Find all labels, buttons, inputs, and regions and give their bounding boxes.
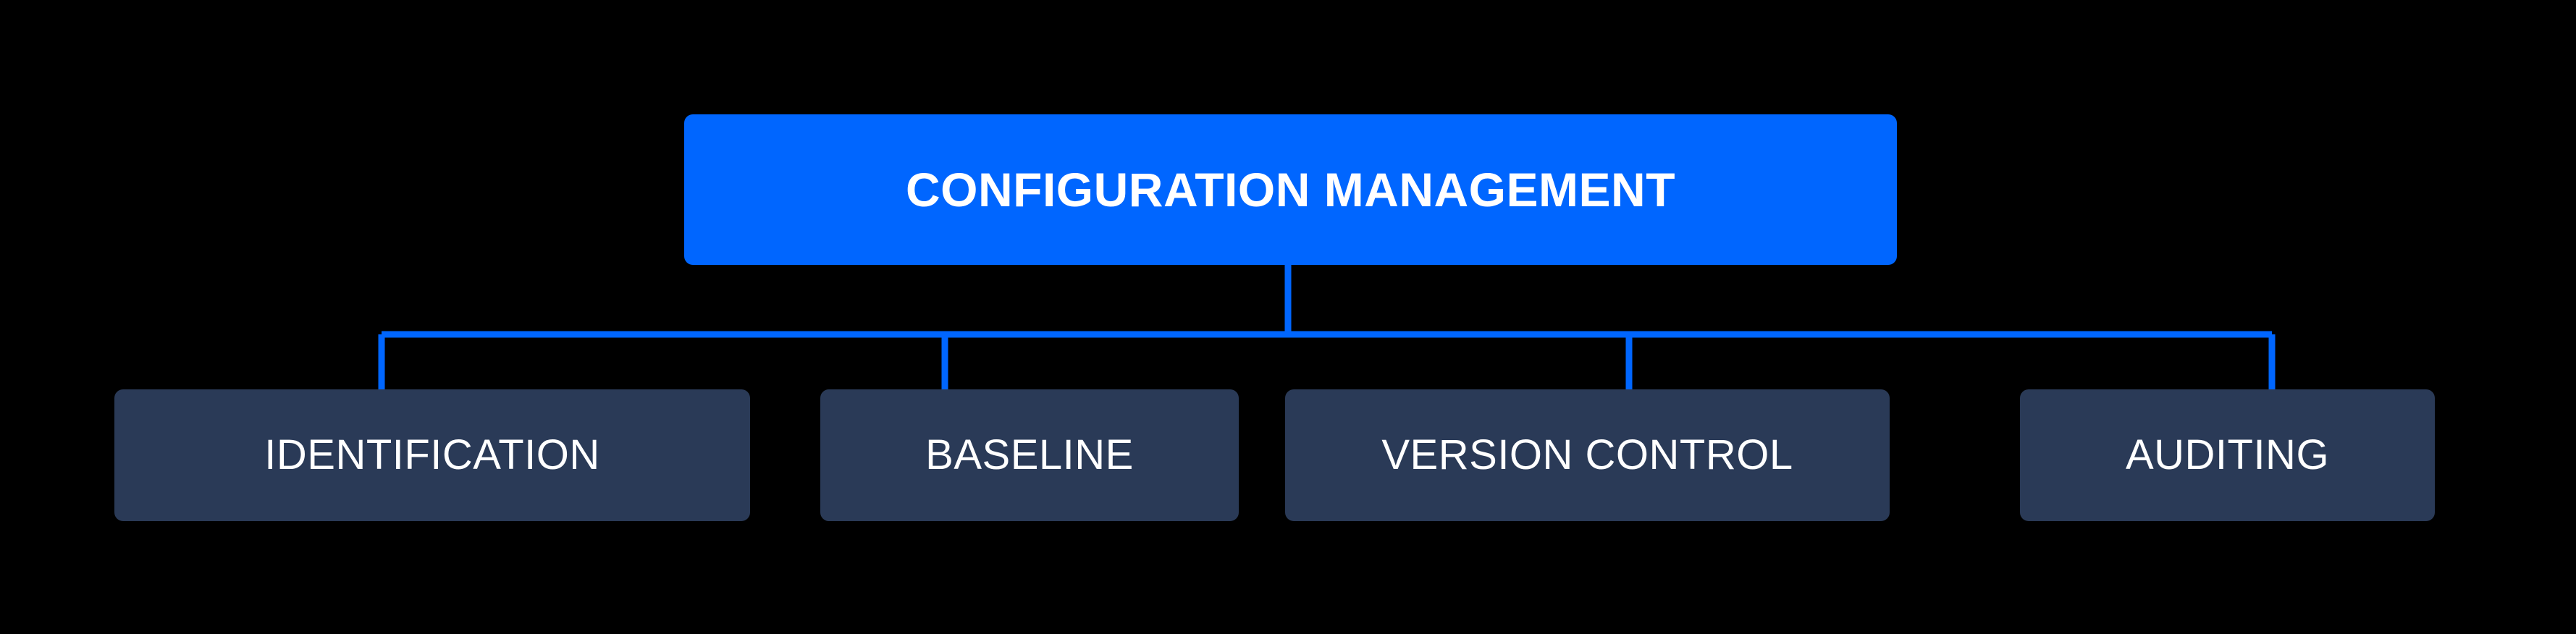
node-version-control[interactable]: VERSION CONTROL (1285, 389, 1890, 521)
node-baseline-label: BASELINE (925, 431, 1134, 478)
node-identification-label: IDENTIFICATION (264, 431, 600, 478)
node-version-control-label: VERSION CONTROL (1381, 431, 1793, 478)
node-auditing-label: AUDITING (2125, 431, 2330, 478)
node-identification[interactable]: IDENTIFICATION (114, 389, 750, 521)
node-configuration-management-label: CONFIGURATION MANAGEMENT (905, 163, 1676, 216)
node-configuration-management[interactable]: CONFIGURATION MANAGEMENT (684, 114, 1897, 265)
node-baseline[interactable]: BASELINE (820, 389, 1239, 521)
node-auditing[interactable]: AUDITING (2020, 389, 2435, 521)
